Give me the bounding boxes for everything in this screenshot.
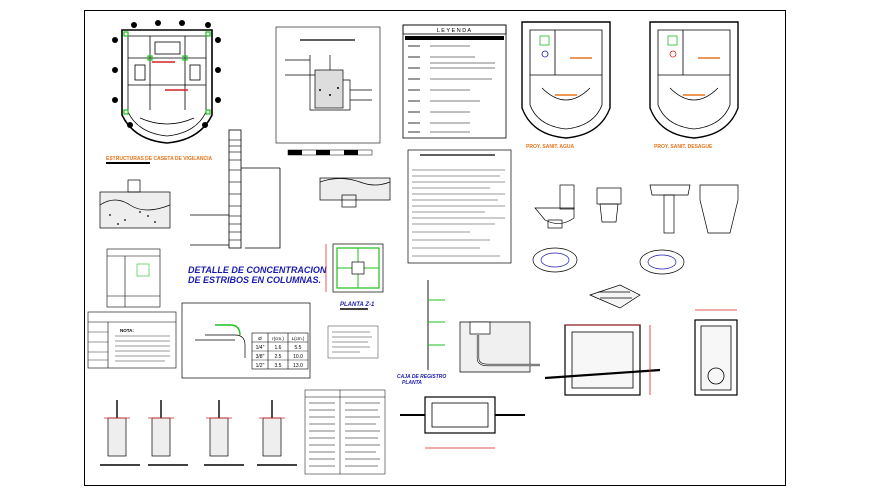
reinforcement-table (106, 248, 161, 308)
footing-section-detail (99, 179, 171, 229)
rebar-row-1-r: 1.6 (275, 345, 282, 351)
rebar-row-2-l: 10.0 (293, 354, 303, 360)
rebar-row-3-dia: 1/2" (256, 363, 265, 369)
column-detail-title-1: DETALLE DE CONCENTRACION (188, 265, 327, 275)
rebar-table: Ø r(cm.) L(cm.) 1/4" 1.6 5.5 3/8" 2.5 10… (251, 332, 309, 370)
legend-title: L E Y E N D A (437, 28, 471, 34)
floor-plan-title: ESTRUCTURAS DE CASETA DE VIGILANCIA (106, 156, 213, 162)
footing-plan-z1 (325, 243, 384, 293)
rebar-table-header-r: r(cm.) (272, 336, 284, 341)
bathroom-plan-1 (521, 21, 611, 139)
rebar-row-2-dia: 3/8" (256, 354, 265, 360)
footing-details-row (100, 400, 297, 466)
legend-box: L E Y E N D A (402, 24, 507, 139)
rebar-row-1-l: 5.5 (295, 345, 302, 351)
column-detail-title-2: DE ESTRIBOS EN COLUMNAS. (188, 275, 321, 285)
nota-box (87, 311, 177, 369)
rebar-row-3-r: 3.5 (275, 363, 282, 369)
rebar-table-header-dia: Ø (258, 336, 262, 341)
footing-plan-title: PLANTA Z-1 (340, 302, 375, 308)
stair-section-detail (275, 26, 381, 144)
column-elevation (190, 129, 281, 249)
specs-block (327, 325, 379, 359)
bathroom-plan-1-title: PROY. SANIT. AGUA (526, 144, 575, 150)
general-notes (407, 149, 512, 264)
bathroom-plan-2 (649, 21, 739, 139)
slab-detail (319, 177, 391, 208)
bathroom-plan-2-title: PROY. SANIT. DESAGUE (654, 144, 713, 150)
caja-registro-plan (400, 396, 525, 449)
nota-title: NOTA: (120, 328, 134, 333)
rebar-table-header-l: L(cm.) (292, 336, 305, 341)
sanitary-fixtures (532, 184, 739, 309)
specs-table (304, 389, 386, 475)
rebar-row-1-dia: 1/4" (256, 345, 265, 351)
inspection-chamber-section-2 (694, 309, 738, 396)
pipe-riser (427, 280, 445, 370)
caja-subtitle: PLANTA (402, 380, 422, 386)
inspection-chamber-section (544, 324, 661, 396)
sewer-detail (459, 321, 540, 373)
rebar-row-2-r: 2.5 (275, 354, 282, 360)
caja-title: CAJA DE REGISTRO (397, 374, 446, 380)
hook-detail (181, 302, 311, 379)
rebar-row-3-l: 13.0 (293, 363, 303, 369)
floor-plan (112, 20, 221, 144)
scale-bar (287, 149, 373, 156)
